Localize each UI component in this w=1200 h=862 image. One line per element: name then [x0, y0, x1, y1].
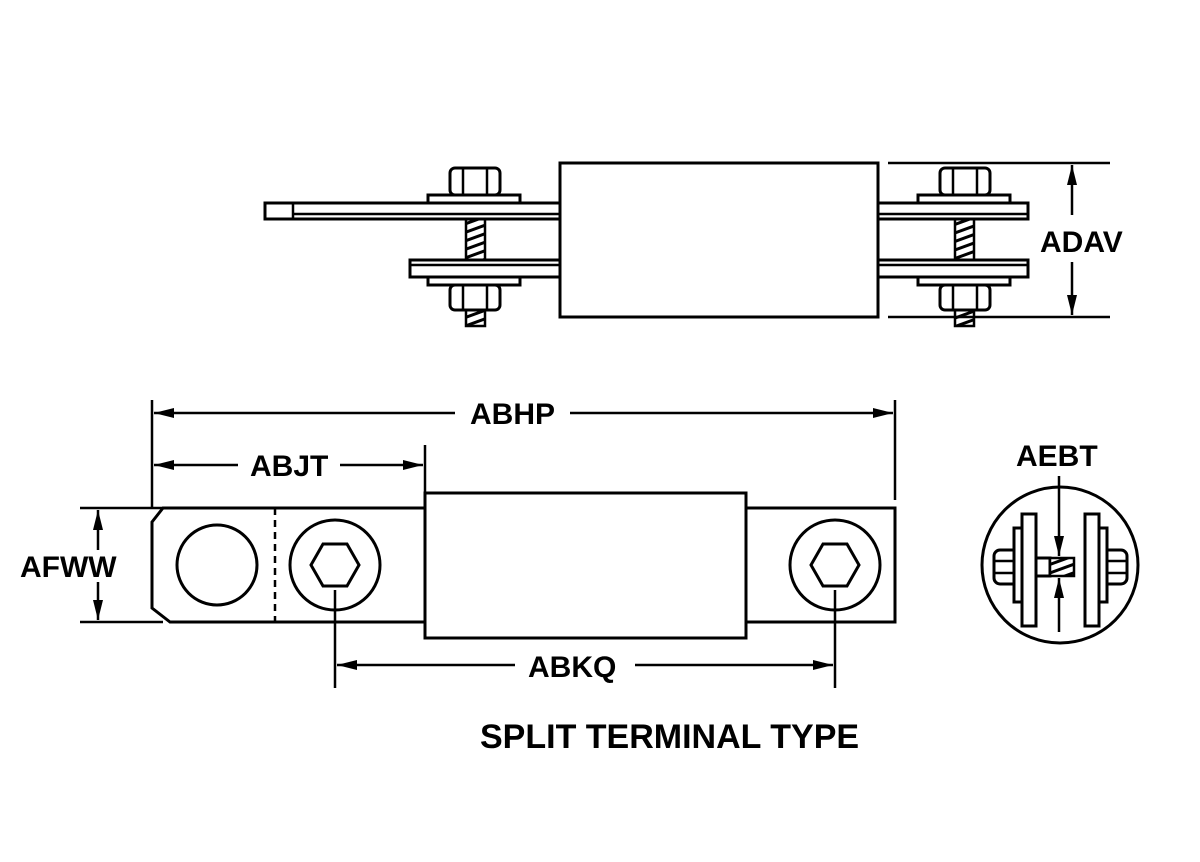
upper-plate [263, 201, 562, 221]
hex-socket-icon [309, 542, 361, 588]
lower-plate [408, 258, 562, 279]
hex-socket-icon [809, 542, 861, 588]
label-abkq: ABKQ [528, 651, 616, 684]
plan-view: ABHP ABJT ABKQ AFWW [20, 398, 897, 688]
mounting-hole [175, 523, 259, 607]
label-abjt: ABJT [250, 450, 328, 483]
label-aebt: AEBT [1016, 440, 1098, 473]
upper-plate [876, 201, 1030, 221]
diagram-title: SPLIT TERMINAL TYPE [480, 718, 859, 756]
label-afww: AFWW [20, 551, 117, 584]
nut [938, 283, 992, 312]
body-side [558, 161, 880, 319]
label-adav: ADAV [1040, 226, 1123, 259]
end-detail-view: AEBT [980, 440, 1140, 645]
left-terminal-side [263, 166, 562, 328]
dimension-afww: AFWW [20, 506, 163, 624]
side-view: ADAV [263, 161, 1123, 328]
label-abhp: ABHP [470, 398, 555, 431]
dimension-abkq: ABKQ [333, 590, 837, 688]
body-plan [423, 491, 748, 640]
nut [448, 283, 502, 312]
bolt-thread [464, 308, 487, 328]
bolt-thread [464, 217, 487, 262]
dimension-abhp: ABHP [150, 398, 897, 508]
lower-plate [876, 258, 1030, 279]
dimension-adav: ADAV [888, 161, 1123, 319]
nut [938, 166, 992, 197]
right-terminal-side [876, 166, 1030, 328]
nut [448, 166, 502, 197]
dimension-abjt: ABJT [154, 445, 427, 493]
